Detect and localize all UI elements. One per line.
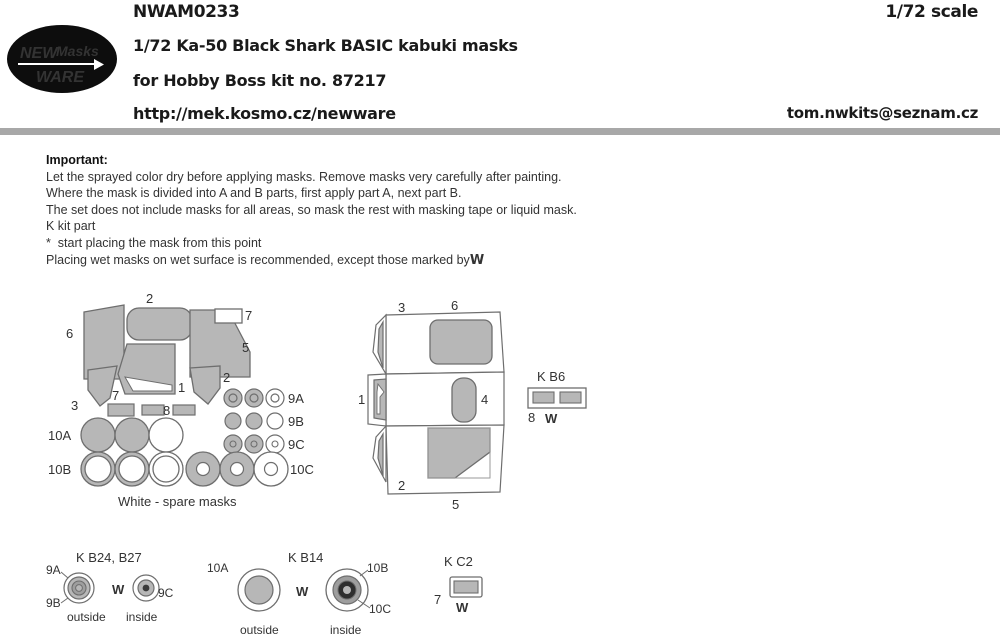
product-title: 1/72 Ka-50 Black Shark BASIC kabuki mask…	[133, 36, 518, 55]
mask-strip-7	[107, 403, 135, 417]
label-panel-3: 3	[398, 300, 405, 315]
leader-10b	[359, 569, 369, 577]
important-line-3: K kit part	[46, 219, 96, 234]
spare-masks-caption: White - spare masks	[118, 494, 237, 509]
center-canopy-group: 3 6 1 4 2 5	[358, 298, 505, 512]
label-panel-1: 1	[358, 392, 365, 407]
label-9a: 9A	[288, 391, 304, 406]
kc2-wet-symbol: W	[456, 600, 469, 615]
important-line-2: The set does not include masks for all a…	[46, 202, 577, 217]
canopy-panel-3-mask	[377, 319, 384, 369]
left-mask-group: 6 2 5 7 1 3 2 7 8	[48, 291, 314, 509]
kb6-number: 8	[528, 410, 535, 425]
important-notes: Important: Let the sprayed color dry bef…	[46, 152, 746, 269]
label-panel-2: 2	[398, 478, 405, 493]
label-10b: 10B	[48, 462, 71, 477]
mask-shape-3	[87, 365, 118, 407]
label-strip-7: 7	[112, 388, 119, 403]
kb14-label-10b: 10B	[367, 561, 388, 575]
logo-word-masks: Masks	[56, 43, 99, 59]
important-line-0: Let the sprayed color dry before applyin…	[46, 169, 562, 184]
label-panel-6: 6	[451, 298, 458, 313]
canopy-panel-6-mask	[429, 319, 493, 365]
kb24-label-9a: 9A	[46, 563, 61, 577]
label-5: 5	[242, 340, 249, 355]
circle-row-9b: 9B	[224, 412, 304, 430]
kc2-title: K C2	[444, 554, 473, 569]
label-strip-8: 8	[163, 403, 170, 418]
important-line-4: * start placing the mask from this point	[46, 235, 262, 250]
canopy-panel-2-mask	[377, 431, 384, 477]
mask-shape-2-top	[126, 307, 193, 341]
label-10a: 10A	[48, 428, 71, 443]
kit-reference: for Hobby Boss kit no. 87217	[133, 71, 387, 90]
logo-arrow-icon	[18, 59, 104, 70]
kb14-title: K B14	[288, 550, 323, 565]
label-10c: 10C	[290, 462, 314, 477]
website-url[interactable]: http://mek.kosmo.cz/newware	[133, 104, 396, 123]
kb14-label-10c: 10C	[369, 602, 391, 616]
header-divider	[0, 128, 1000, 135]
leader-9a	[60, 571, 69, 579]
kb14-label-10a: 10A	[207, 561, 228, 575]
mask-strip-8a	[141, 404, 165, 416]
newware-logo: NEW Masks WARE	[8, 26, 116, 92]
circle-row-9c: 9C	[223, 434, 305, 454]
label-panel-5: 5	[452, 497, 459, 512]
circle-row-9a: 9A	[223, 388, 304, 408]
canopy-panel-4-mask	[451, 377, 477, 423]
mask-strip-8b	[172, 404, 196, 416]
important-line-5: Placing wet masks on wet surface is reco…	[46, 252, 746, 270]
logo-word-new: NEW	[20, 45, 59, 62]
label-9c: 9C	[288, 437, 305, 452]
circle-row-10a: 10A	[48, 417, 184, 453]
kb24-label-9b: 9B	[46, 596, 61, 610]
kc2-mask	[453, 580, 479, 594]
mask-shape-7-white	[214, 308, 243, 324]
label-3: 3	[71, 398, 78, 413]
important-line-5-text: Placing wet masks on wet surface is reco…	[46, 252, 470, 267]
canopy-panel-5-outline	[427, 427, 491, 479]
product-code: NWAM0233	[133, 2, 240, 22]
logo-artwork: NEW Masks WARE	[8, 26, 116, 92]
mask-shape-2-lower	[189, 365, 221, 405]
leader-10c	[357, 599, 371, 609]
kb6-wet-symbol: W	[545, 411, 558, 426]
label-9b: 9B	[288, 414, 304, 429]
important-line-1: Where the mask is divided into A and B p…	[46, 186, 462, 201]
wet-mask-symbol: W	[469, 252, 485, 268]
circle-row-10c: 10C	[185, 451, 314, 487]
circle-row-10b: 10B	[48, 451, 184, 487]
kb6-mask-right	[559, 391, 582, 404]
scale-label: 1/72 scale	[885, 2, 978, 22]
kb6-group: K B6 8 W	[527, 369, 587, 426]
label-panel-4: 4	[481, 392, 488, 407]
label-7-white: 7	[245, 308, 252, 323]
kb6-title: K B6	[537, 369, 565, 384]
kb24-b27-group: K B24, B27 9A 9B outside W 9C inside	[46, 550, 174, 624]
label-2-lower: 2	[223, 370, 230, 385]
label-2-top: 2	[146, 291, 153, 306]
contact-email[interactable]: tom.nwkits@seznam.cz	[786, 104, 978, 122]
canopy-panel-1-cutout	[376, 382, 385, 415]
kb6-mask-left	[532, 391, 555, 404]
kb24-wet-symbol: W	[112, 582, 125, 597]
kb24-label-9c: 9C	[158, 586, 174, 600]
label-1: 1	[178, 380, 185, 395]
mask-shape-1-cutout	[124, 376, 173, 392]
kb14-wet-symbol: W	[296, 584, 309, 599]
kc2-number: 7	[434, 592, 441, 607]
label-6: 6	[66, 326, 73, 341]
kb24-caption-inside: inside	[126, 610, 158, 624]
kc2-group: K C2 7 W	[434, 554, 483, 615]
kb14-caption-outside: outside	[240, 623, 279, 637]
logo-word-ware: WARE	[36, 69, 85, 86]
kb14-caption-inside: inside	[330, 623, 362, 637]
kb14-group: K B14 10A outside W 10B 10C inside	[207, 550, 391, 637]
kb24-title: K B24, B27	[76, 550, 142, 565]
leader-9b	[60, 597, 69, 604]
important-title: Important:	[46, 153, 108, 167]
kb24-caption-outside: outside	[67, 610, 106, 624]
